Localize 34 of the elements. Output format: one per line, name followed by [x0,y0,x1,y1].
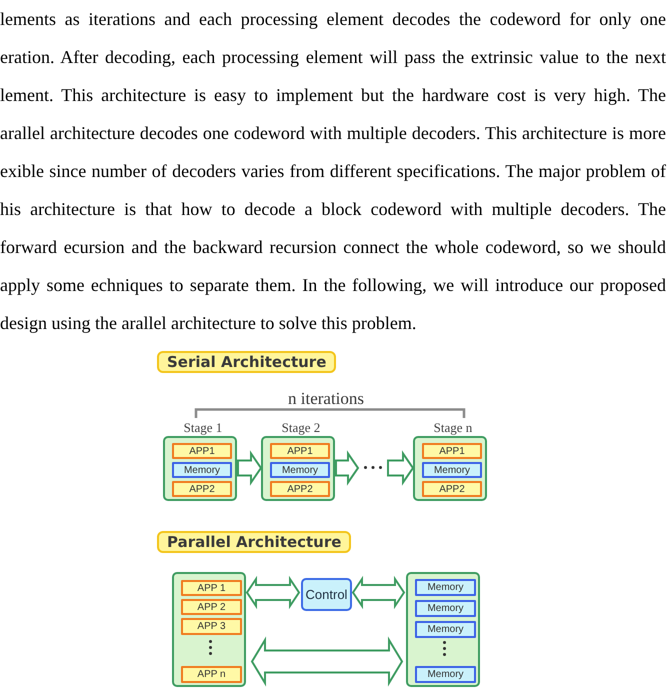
iterations-label: n iterations [288,389,364,409]
memory-block: Memory [415,621,476,638]
app-block: APP1 [172,443,232,459]
double-hollow-arrow [246,576,300,610]
ellipsis-icon [364,466,382,469]
app-block: APP 3 [181,618,242,635]
app-block: APP2 [172,481,232,497]
hollow-arrow [335,450,360,486]
memory-block: Memory [172,462,232,478]
memory-block: Memory [415,579,476,596]
app-block: APP1 [270,443,330,459]
section-title: Parallel Architecture [157,531,352,553]
control-block: Control [301,578,352,611]
column-panel [172,572,246,687]
hollow-arrow [387,450,414,486]
stage-label: Stage n [434,421,472,435]
body-paragraph: lements as iterations and each processing element decodes the codeword for only one eration. After decoding, each processing element will pass the extrinsic value to the next lement. This architecture is easy to implement but the hardware cost is very high. The arallel architecture decodes one codeword with multiple decoders. This architecture is more exible since number of decoders varies from different specifications. The major problem of his architecture is that how to decode a block codeword with multiple decoders. The forward ecursion and the backward recursion connect the whole codeword, so we should apply some echniques to separate them. In the following, we will introduce our proposed design using the arallel architecture to solve this problem. [0,8,666,335]
column-panel [406,572,480,687]
memory-block: Memory [415,666,476,683]
hollow-arrow [237,450,262,486]
memory-block: Memory [422,462,482,478]
app-block: APP1 [422,443,482,459]
double-hollow-arrow [352,576,406,610]
stage-label: Stage 2 [282,421,320,435]
app-block: APP2 [270,481,330,497]
app-block: APP 2 [181,599,242,615]
memory-block: Memory [270,462,330,478]
memory-block: Memory [415,600,476,617]
app-block: APP2 [422,481,482,497]
section-title: Serial Architecture [157,351,336,373]
app-block: APP 1 [181,580,242,596]
double-hollow-arrow [250,636,404,687]
app-block: APP n [181,666,242,683]
stage-label: Stage 1 [184,421,222,435]
